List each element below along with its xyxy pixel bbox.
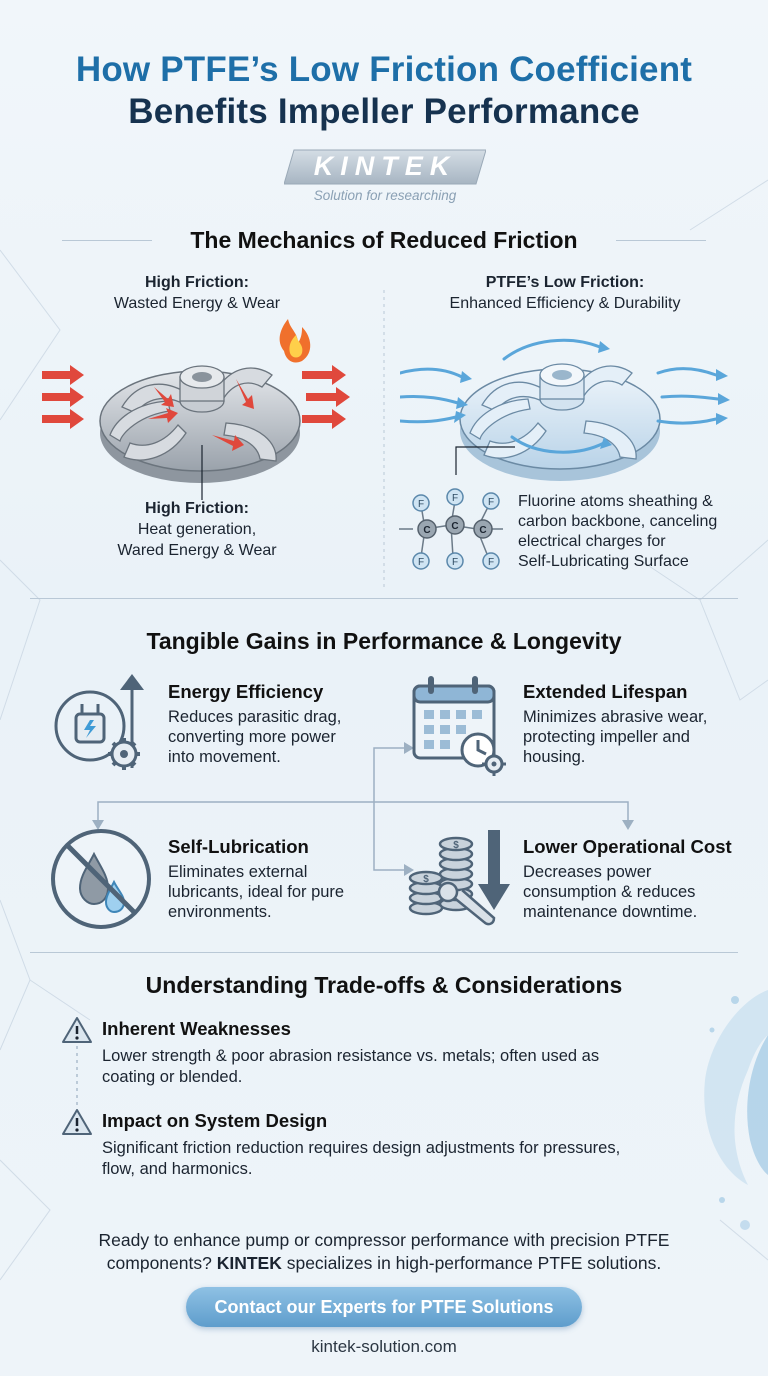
contact-experts-button[interactable]: Contact our Experts for PTFE Solutions: [186, 1287, 582, 1327]
card-text-line: Eliminates external: [168, 863, 308, 881]
mechanics-section-title: The Mechanics of Reduced Friction: [190, 227, 578, 253]
cta-line2-pre: components?: [106, 1253, 217, 1273]
card-extended-lifespan: Extended Lifespan Minimizes abrasive wea…: [523, 681, 743, 767]
brand-tagline: Solution for researching: [313, 188, 457, 203]
card-text-line: Minimizes abrasive wear,: [523, 708, 708, 726]
high-friction-callout-line1: Heat generation,: [137, 521, 257, 538]
ptfe-callout-line2: carbon backbone, canceling: [518, 513, 718, 530]
cta-brand: KINTEK: [216, 1253, 282, 1273]
cards-connector-lines: [92, 742, 634, 876]
tradeoff-text-line: coating or blended.: [102, 1068, 243, 1086]
high-friction-callout-bold: High Friction:: [145, 500, 249, 517]
fluorine-atom-label: F: [418, 499, 424, 510]
lower-cost-coins-icon: $ $: [408, 830, 510, 926]
warning-icon: [62, 1017, 92, 1043]
cta-line2-post: specializes in high-performance PTFE sol…: [281, 1253, 662, 1273]
fluorine-atom-label: F: [488, 497, 494, 508]
divider-right: [616, 240, 706, 241]
card-title: Energy Efficiency: [168, 681, 324, 702]
card-text-line: lubricants, ideal for pure: [168, 883, 345, 901]
kintek-logo: KINTEK: [313, 151, 457, 181]
fluorine-atom-label: F: [418, 557, 424, 568]
tradeoff-system-design: Impact on System Design Significant fric…: [102, 1110, 732, 1180]
card-text-line: converting more power: [168, 728, 336, 746]
gains-section-title: Tangible Gains in Performance & Longevit…: [146, 628, 622, 654]
section-divider-1: [30, 598, 738, 599]
tradeoff-text-line: flow, and harmonics.: [102, 1160, 253, 1178]
card-text-line: into movement.: [168, 748, 281, 766]
high-friction-impeller-illustration: [42, 319, 350, 500]
ptfe-heading-bold: PTFE’s Low Friction:: [485, 274, 645, 291]
water-splash-decoration: [704, 990, 768, 1230]
kintek-logo-badge: [284, 149, 486, 185]
ptfe-callout-line4: Self-Lubricating Surface: [518, 553, 689, 570]
warning-icon: [62, 1109, 92, 1135]
ptfe-impeller-illustration: [400, 338, 730, 481]
extended-lifespan-icon: [412, 676, 506, 776]
ptfe-callout-line3: electrical charges for: [518, 533, 666, 550]
tradeoff-markers: [62, 1017, 92, 1135]
ptfe-mechanism-callout: Fluorine atoms sheathing & carbon backbo…: [518, 492, 758, 572]
card-text-line: Decreases power: [523, 863, 652, 881]
cta-line2: components? KINTEK specializes in high-p…: [40, 1252, 728, 1275]
high-friction-heading: High Friction: Wasted Energy & Wear: [92, 272, 302, 314]
energy-efficiency-icon: [54, 674, 144, 770]
carbon-atom-label: C: [423, 525, 430, 536]
tradeoff-text-line: Lower strength & poor abrasion resistanc…: [102, 1047, 600, 1065]
tradeoff-title: Impact on System Design: [102, 1110, 328, 1131]
carbon-atom-label: C: [451, 521, 458, 532]
tradeoff-title: Inherent Weaknesses: [102, 1018, 291, 1039]
page-title-line2: Benefits Impeller Performance: [128, 92, 640, 131]
flame-icon: [279, 319, 311, 363]
carbon-atom-label: C: [479, 525, 486, 536]
website-link[interactable]: kintek-solution.com: [311, 1337, 457, 1356]
divider-left: [62, 240, 152, 241]
svg-text:$: $: [423, 874, 429, 885]
ptfe-heading-sub: Enhanced Efficiency & Durability: [449, 295, 681, 312]
high-friction-callout-line2: Wared Energy & Wear: [117, 542, 277, 559]
no-lubricant-drop-icon: [51, 829, 151, 929]
card-title: Extended Lifespan: [523, 681, 688, 702]
card-text-line: environments.: [168, 903, 272, 921]
high-friction-callout: High Friction: Heat generation, Wared En…: [92, 498, 302, 561]
card-energy-efficiency: Energy Efficiency Reduces parasitic drag…: [168, 681, 378, 767]
card-title: Self-Lubrication: [168, 836, 309, 857]
high-friction-heading-bold: High Friction:: [145, 274, 249, 291]
fluorine-atom-label: F: [488, 557, 494, 568]
page-title-line1: How PTFE’s Low Friction Coefficient: [75, 50, 693, 89]
ptfe-callout-line1: Fluorine atoms sheathing &: [518, 493, 713, 510]
card-lower-operational-cost: Lower Operational Cost Decreases power c…: [523, 836, 753, 922]
card-text-line: maintenance downtime.: [523, 903, 698, 921]
card-text-line: consumption & reduces: [523, 883, 696, 901]
fluorine-atom-label: F: [452, 493, 458, 504]
tradeoff-text-line: Significant friction reduction requires …: [102, 1139, 621, 1157]
cta-text: Ready to enhance pump or compressor perf…: [40, 1229, 728, 1275]
card-self-lubrication: Self-Lubrication Eliminates external lub…: [168, 836, 378, 922]
card-text-line: protecting impeller and: [523, 728, 690, 746]
card-text-line: housing.: [523, 748, 586, 766]
column-separator: [383, 290, 385, 590]
section-divider-2: [30, 952, 738, 953]
tradeoff-inherent-weaknesses: Inherent Weaknesses Lower strength & poo…: [102, 1018, 722, 1088]
card-text-line: Reduces parasitic drag,: [168, 708, 342, 726]
ptfe-low-friction-heading: PTFE’s Low Friction: Enhanced Efficiency…: [420, 272, 710, 314]
cta-line1: Ready to enhance pump or compressor perf…: [98, 1230, 670, 1250]
fluorine-atom-label: F: [452, 557, 458, 568]
tradeoffs-section-title: Understanding Trade-offs & Consideration…: [145, 972, 623, 998]
card-title: Lower Operational Cost: [523, 836, 732, 857]
ptfe-molecule-diagram: F F F F F F C C C: [399, 488, 503, 570]
high-friction-heading-sub: Wasted Energy & Wear: [113, 295, 281, 312]
svg-text:$: $: [453, 840, 459, 851]
